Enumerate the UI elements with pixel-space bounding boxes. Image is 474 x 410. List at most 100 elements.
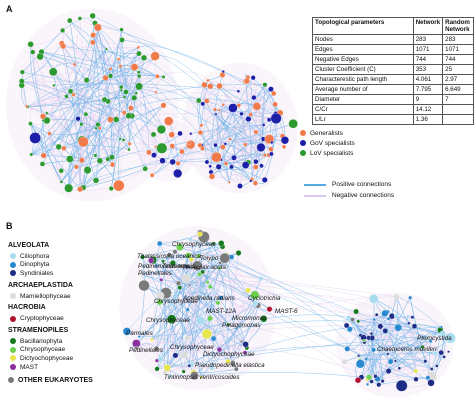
network-node: [30, 49, 36, 55]
legend-item: LoV specialists: [300, 148, 355, 158]
network-node: [229, 164, 234, 170]
network-node: [369, 379, 374, 384]
network-node: [108, 73, 114, 79]
network-node: [90, 39, 96, 46]
negative-edge: [32, 52, 88, 171]
bridge-edge: [21, 80, 163, 161]
network-node: [154, 145, 158, 149]
legend-dot-icon: [10, 293, 16, 300]
network-node: [125, 112, 132, 119]
table-header-row: Topological parameters Network Random Ne…: [312, 16, 474, 36]
bridge-edge: [238, 86, 252, 115]
legend-label: Syndiniales: [20, 269, 54, 277]
network-node: [179, 148, 185, 155]
network-node: [93, 153, 98, 158]
legend-label: Mamiellophyceae: [20, 292, 71, 300]
bridge-edge: [167, 336, 430, 369]
negative-edge: [49, 115, 132, 134]
network-node: [205, 280, 210, 284]
positive-edge: [366, 297, 411, 381]
network-node: [394, 324, 402, 332]
network-node: [231, 154, 237, 161]
negative-edge: [238, 91, 277, 115]
bridge-edge: [83, 139, 285, 188]
negative-edge: [75, 18, 82, 125]
negative-edge: [61, 43, 87, 115]
network-node: [184, 335, 191, 342]
taxon-label: Chaetoceros muelleri: [377, 346, 437, 353]
network-node: [60, 27, 66, 33]
network-node: [216, 347, 222, 353]
network-node: [213, 143, 218, 148]
network-node: [245, 287, 251, 294]
negative-edge: [27, 94, 74, 107]
legend-group-title: STRAMENOPILES: [8, 326, 69, 334]
negative-edge: [258, 84, 266, 148]
positive-edge: [83, 124, 99, 188]
negative-edge: [200, 320, 237, 370]
bridge-edge: [245, 345, 423, 353]
network-node: [168, 131, 175, 138]
positive-edge: [366, 296, 397, 381]
network-node: [382, 328, 389, 334]
legend-label: Negative connections: [332, 192, 395, 199]
positive-edge: [194, 297, 229, 325]
legend-item: Ciliophora: [8, 252, 93, 261]
negative-edge: [210, 86, 272, 150]
legend-item: MAST: [8, 363, 93, 372]
network-node: [427, 379, 435, 387]
positive-edge: [390, 326, 442, 362]
network-node: [173, 168, 183, 178]
network-node: [122, 327, 131, 336]
taxon-label: Telonema: [162, 263, 190, 270]
network-node: [157, 356, 164, 362]
network-node: [288, 119, 298, 129]
bridge-edge: [142, 256, 399, 328]
network-node: [214, 112, 218, 116]
network-node: [372, 317, 376, 322]
negative-edge: [202, 148, 256, 168]
taxon-label: Apedinella radians: [182, 295, 236, 302]
negative-edge: [53, 85, 83, 141]
bridge-edge: [217, 293, 389, 313]
network-node: [197, 272, 202, 277]
taxon-label: Chrysophyceae: [146, 317, 190, 324]
network-node: [217, 108, 221, 112]
positive-edge: [169, 254, 229, 325]
positive-edge: [106, 48, 145, 59]
positive-edge: [69, 20, 82, 190]
network-node: [182, 321, 186, 324]
legend-label: Positive connections: [332, 181, 392, 188]
bridge-edge: [167, 294, 256, 368]
network-node: [270, 140, 274, 145]
network-node: [236, 89, 240, 93]
network-node: [36, 53, 44, 61]
network-node: [188, 284, 191, 287]
negative-edge: [30, 44, 62, 182]
negative-edge: [232, 252, 239, 363]
bridge-edge: [163, 76, 224, 148]
negative-edge: [155, 265, 166, 373]
negative-edge: [352, 319, 400, 327]
network-node: [119, 27, 124, 32]
network-node: [189, 257, 194, 262]
network-node: [350, 317, 355, 322]
network-node: [150, 337, 154, 342]
legend-item: Chrysophyceae: [8, 346, 93, 355]
network-node: [150, 51, 160, 61]
network-node: [79, 122, 84, 127]
network-node: [410, 315, 415, 320]
network-node: [139, 272, 144, 277]
network-node: [192, 260, 203, 271]
network-node: [230, 360, 236, 366]
legend-label: Bacillariophyta: [20, 337, 63, 345]
network-node: [211, 241, 216, 246]
negative-edge: [193, 274, 200, 376]
network-node: [154, 264, 158, 268]
table-cell: 1.36: [412, 114, 444, 126]
network-node: [253, 159, 259, 165]
bridge-edge: [61, 76, 164, 183]
positive-edge: [371, 326, 442, 334]
taxon-label: MAST-6: [275, 308, 298, 315]
network-node: [442, 355, 446, 359]
